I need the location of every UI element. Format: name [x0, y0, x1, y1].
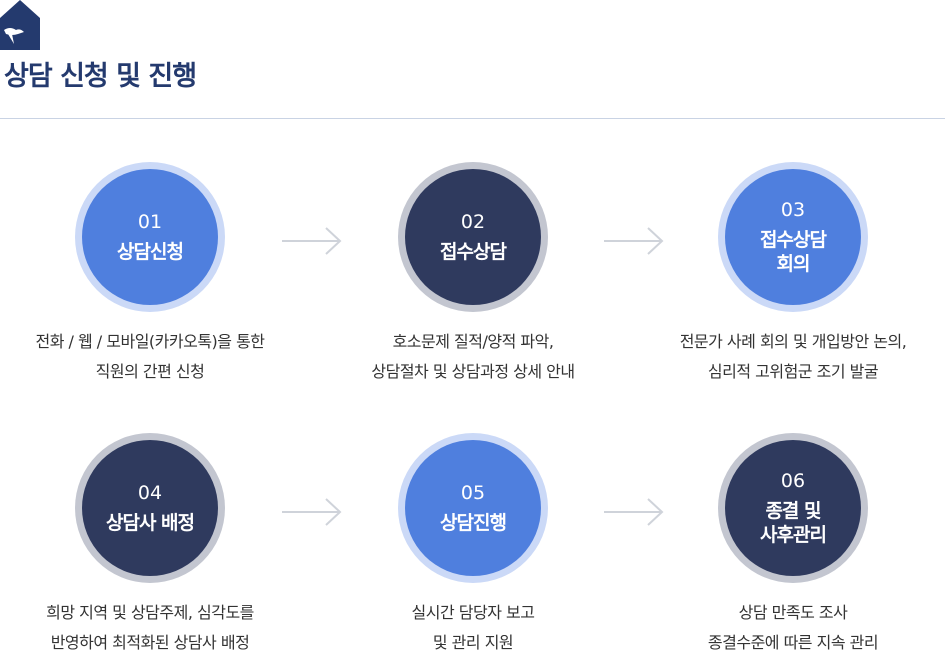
step-ring: 06 종결 및 사후관리 [718, 433, 868, 583]
step-label: 상담진행 [440, 512, 507, 534]
arrow-right-icon [604, 498, 664, 526]
step-circle: 06 종결 및 사후관리 [725, 440, 861, 576]
step-description: 호소문제 질적/양적 파악, 상담절차 및 상담과정 상세 안내 [371, 332, 575, 381]
step-number: 06 [780, 470, 806, 492]
step-description: 희망 지역 및 상담주제, 심각도를 반영하여 최적화된 상담사 배정 [46, 603, 254, 652]
step-ring: 03 접수상담 회의 [718, 162, 868, 312]
step-description: 전문가 사례 회의 및 개입방안 논의, 심리적 고위험군 조기 발굴 [679, 332, 907, 381]
step-circle: 01 상담신청 [82, 169, 218, 305]
step-circle: 05 상담진행 [405, 440, 541, 576]
arrow-right-icon [282, 227, 342, 255]
step-number: 04 [137, 482, 163, 504]
page-title: 상담 신청 및 진행 [4, 61, 197, 92]
step-number: 03 [780, 199, 806, 221]
step-label: 종결 및 사후관리 [760, 500, 827, 546]
step-description: 상담 만족도 조사 종결수준에 따른 지속 관리 [707, 603, 879, 652]
step-circle: 03 접수상담 회의 [725, 169, 861, 305]
step-number: 05 [460, 482, 486, 504]
step-label: 상담신청 [117, 241, 184, 263]
arrow-right-icon [282, 498, 342, 526]
step-ring: 02 접수상담 [398, 162, 548, 312]
arrow-right-icon [604, 227, 664, 255]
step-label: 접수상담 회의 [760, 229, 827, 275]
step-ring: 01 상담신청 [75, 162, 225, 312]
step-label: 접수상담 [440, 241, 507, 263]
step-number: 02 [460, 211, 486, 233]
step-circle: 04 상담사 배정 [82, 440, 218, 576]
house-bird-icon [0, 0, 40, 50]
logo [0, 0, 42, 52]
divider [0, 118, 945, 119]
step-ring: 05 상담진행 [398, 433, 548, 583]
step-ring: 04 상담사 배정 [75, 433, 225, 583]
step-description: 전화 / 웹 / 모바일(카카오톡)을 통한 직원의 간편 신청 [35, 332, 265, 381]
step-label: 상담사 배정 [105, 512, 195, 534]
step-number: 01 [137, 211, 163, 233]
step-description: 실시간 담당자 보고 및 관리 지원 [411, 603, 535, 652]
step-circle: 02 접수상담 [405, 169, 541, 305]
